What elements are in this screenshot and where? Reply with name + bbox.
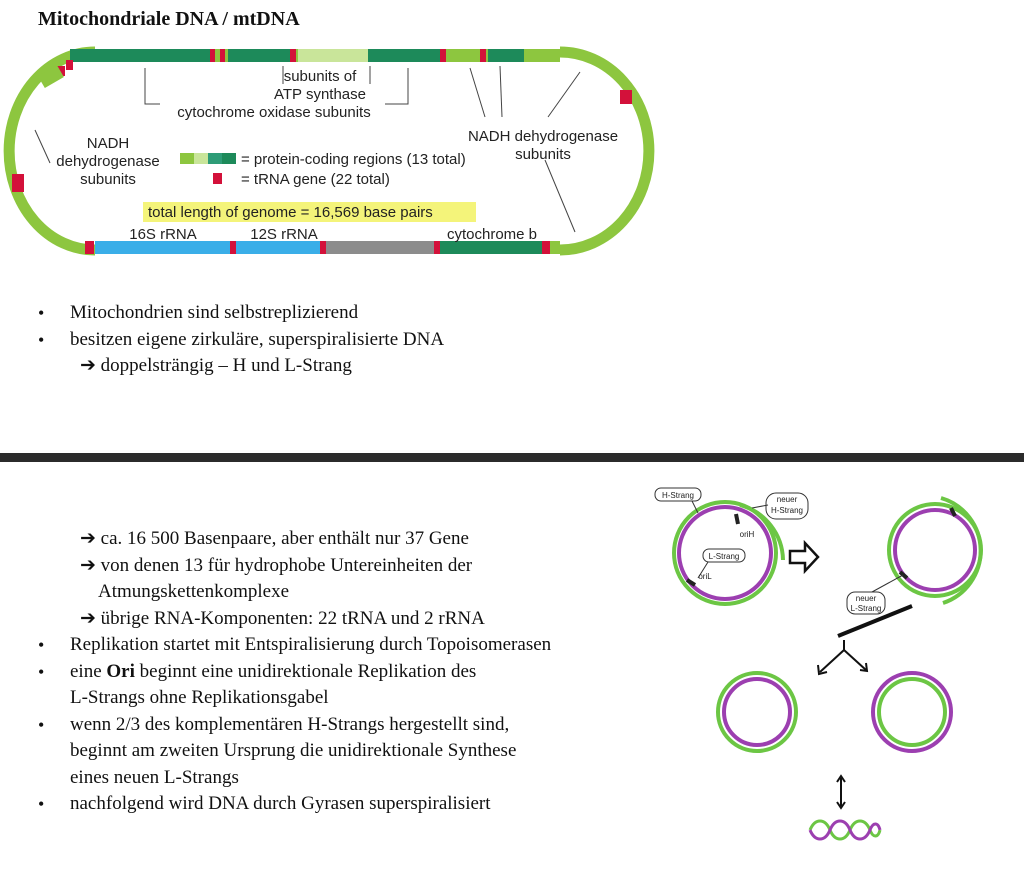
supercoil-icon	[808, 819, 882, 841]
page-title: Mitochondriale DNA / mtDNA	[38, 8, 300, 30]
oril-label: oriL	[698, 572, 712, 581]
list-item: wenn 2/3 des komplementären H-Strangs he…	[0, 712, 640, 739]
genome-ring	[3, 46, 655, 256]
list-item: Mitochondrien sind selbstreplizierend	[0, 300, 620, 327]
orih-label: oriH	[740, 530, 755, 539]
list-item: besitzen eigene zirkuläre, superspiralis…	[0, 327, 620, 354]
intro-list: Mitochondrien sind selbstreplizierend be…	[0, 300, 620, 380]
mtdna-map-figure: subunits of ATP synthase cytochrome oxid…	[3, 46, 655, 256]
cytochrome-b-label: cytochrome b	[447, 226, 537, 243]
new-l-label-2: L-Strang	[851, 604, 882, 613]
rrna-12s-label: 12S rRNA	[250, 226, 318, 243]
nadh-left-label-1: NADH	[87, 135, 130, 152]
list-item: ➔ doppelsträngig – H und L-Strang	[80, 355, 352, 376]
nadh-left-label-3: subunits	[80, 171, 136, 188]
legend-trna: = tRNA gene (22 total)	[241, 171, 390, 188]
nadh-right-label-2: subunits	[515, 146, 571, 163]
list-item: ➔ übrige RNA-Komponenten: 22 tRNA und 2 …	[80, 607, 485, 629]
section-divider	[0, 453, 1024, 462]
h-strand-label: H-Strang	[662, 491, 694, 500]
nadh-left-label-2: dehydrogenase	[56, 153, 159, 170]
new-h-label-1: neuer	[777, 495, 798, 504]
next-arrow-icon	[788, 539, 820, 575]
rrna-16s-label: 16S rRNA	[129, 226, 197, 243]
new-h-label-2: H-Strang	[771, 506, 803, 515]
list-item: ➔ ca. 16 500 Basenpaare, aber enthält nu…	[80, 528, 469, 549]
list-item: nachfolgend wird DNA durch Gyrasen super…	[0, 791, 640, 818]
legend-protein: = protein-coding regions (13 total)	[241, 151, 466, 168]
atp-label-1: subunits of	[284, 68, 357, 85]
legend: = protein-coding regions (13 total) = tR…	[180, 151, 466, 188]
list-item: eines neuen L-Strangs	[70, 766, 239, 788]
list-item: Replikation startet mit Entspiralisierun…	[0, 632, 640, 659]
l-strand-label: L-Strang	[709, 552, 740, 561]
genome-length: total length of genome = 16,569 base pai…	[148, 204, 433, 221]
trna-marks	[12, 49, 632, 254]
list-item: Atmungskettenkomplexe	[98, 581, 290, 602]
list-item: ➔ von denen 13 für hydrophobe Untereinhe…	[80, 554, 473, 576]
atp-label-2: ATP synthase	[274, 86, 366, 103]
new-l-label-1: neuer	[856, 594, 877, 603]
list-item: beginnt am zweiten Ursprung die unidirek…	[70, 740, 517, 761]
list-item: L-Strangs ohne Replikationsgabel	[70, 687, 329, 708]
nadh-right-label-1: NADH dehydrogenase	[468, 128, 618, 145]
genome-length-highlight	[143, 202, 476, 222]
list-item: eine Ori beginnt eine unidirektionale Re…	[0, 659, 640, 686]
replication-list: ➔ ca. 16 500 Basenpaare, aber enthält nu…	[0, 526, 640, 818]
cox-label: cytochrome oxidase subunits	[177, 104, 370, 121]
